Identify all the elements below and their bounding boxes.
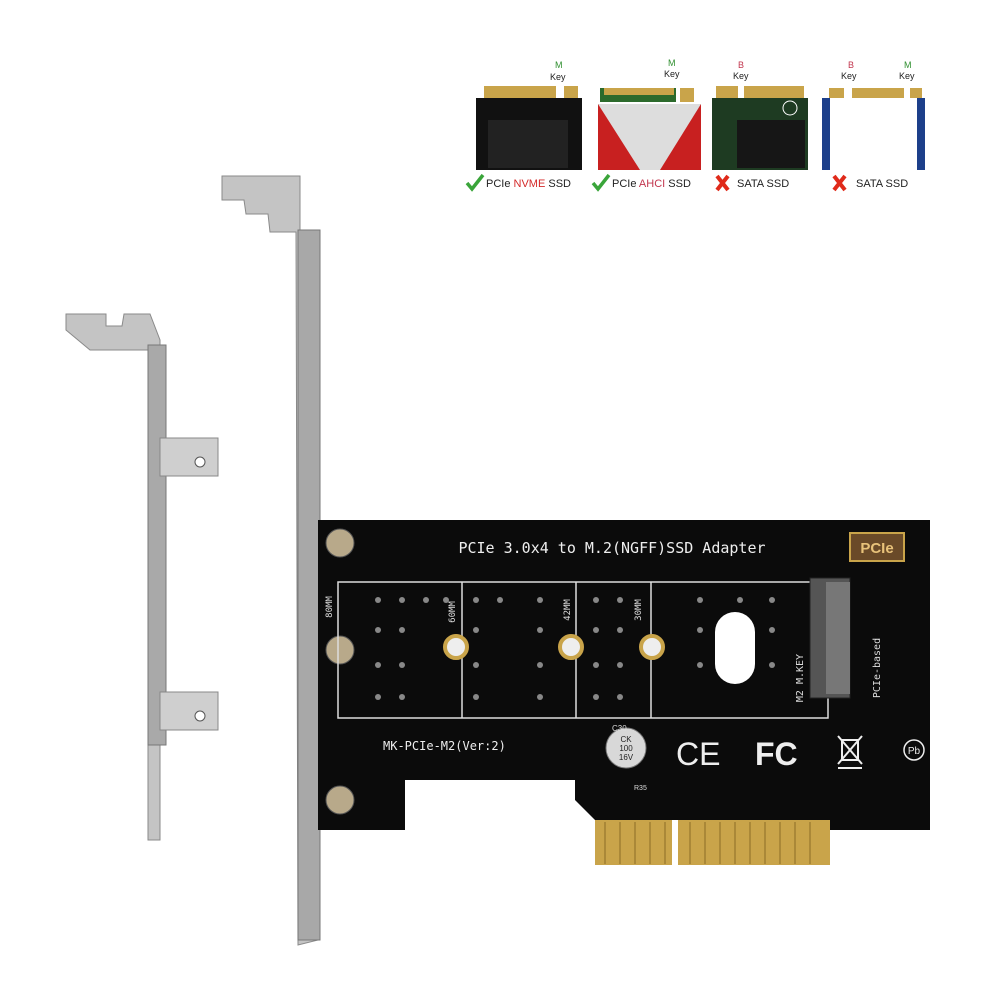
length-60mm: 60MM — [448, 601, 458, 623]
capacitor — [605, 727, 647, 769]
key-letter: M — [904, 60, 912, 70]
key-letter: M — [555, 60, 563, 70]
mounting-slot — [715, 612, 755, 684]
ssd-card-ahci: M Key — [598, 58, 701, 170]
cap-text: CK — [620, 735, 632, 744]
standoff-42mm — [558, 634, 584, 660]
compat-label: PCIe NVME SSD — [486, 178, 571, 190]
model-label: MK-PCIe-M2(Ver:2) — [383, 739, 506, 753]
gold-fingers-long — [678, 820, 830, 865]
compat-label: PCIe AHCI SSD — [612, 178, 691, 190]
ssd-card-sata-b: B Key — [712, 60, 808, 170]
res-ref: R35 — [634, 785, 647, 792]
key-letter: B — [848, 60, 854, 70]
slot-side-label: PCIe-based — [872, 638, 883, 698]
cap-ref: C30 — [612, 724, 627, 733]
ce-mark: CE — [676, 736, 720, 772]
gold-fingers-short — [595, 820, 672, 865]
ssd-card-nvme: M Key — [476, 60, 582, 170]
key-word: Key — [899, 71, 915, 81]
length-30mm: 30MM — [634, 599, 644, 621]
board-title: PCIe 3.0x4 to M.2(NGFF)SSD Adapter — [458, 539, 765, 557]
ssd-card-sata-bm: B Key M Key — [822, 60, 925, 170]
length-42mm: 42MM — [563, 599, 573, 621]
slot-label: M2 M.KEY — [795, 654, 806, 702]
cap-text: 100 — [619, 744, 633, 753]
standoff-30mm — [639, 634, 665, 660]
check-icon — [465, 173, 485, 192]
standoff-60mm — [443, 634, 469, 660]
key-letter: M — [668, 58, 676, 68]
key-word: Key — [550, 72, 566, 82]
compat-label: SATA SSD — [856, 178, 908, 190]
adapter-card: PCIe 3.0x4 to M.2(NGFF)SSD Adapter PCIe … — [318, 520, 930, 865]
key-letter: B — [738, 60, 744, 70]
full-height-bracket — [221, 175, 321, 946]
lead-free-icon — [903, 739, 925, 761]
check-icon — [591, 173, 611, 192]
screw-icon — [325, 635, 355, 665]
pcie-badge-text: PCIe — [860, 540, 893, 557]
weee-icon — [837, 735, 863, 769]
compat-label: SATA SSD — [737, 178, 789, 190]
fcc-mark: FC — [755, 736, 798, 772]
compatibility-chart: M Key M Key B Key B Key M Key — [465, 58, 925, 192]
screw-icon — [325, 785, 355, 815]
key-word: Key — [664, 69, 680, 79]
pcie-badge — [849, 532, 905, 562]
key-word: Key — [733, 71, 749, 81]
length-80mm: 80MM — [325, 596, 335, 618]
screw-icon — [325, 528, 355, 558]
cross-icon — [832, 174, 847, 192]
key-word: Key — [841, 71, 857, 81]
low-profile-bracket — [65, 313, 219, 841]
cross-icon — [715, 174, 730, 192]
lead-free-text: Pb — [908, 746, 921, 757]
cap-text: 16V — [619, 753, 634, 762]
